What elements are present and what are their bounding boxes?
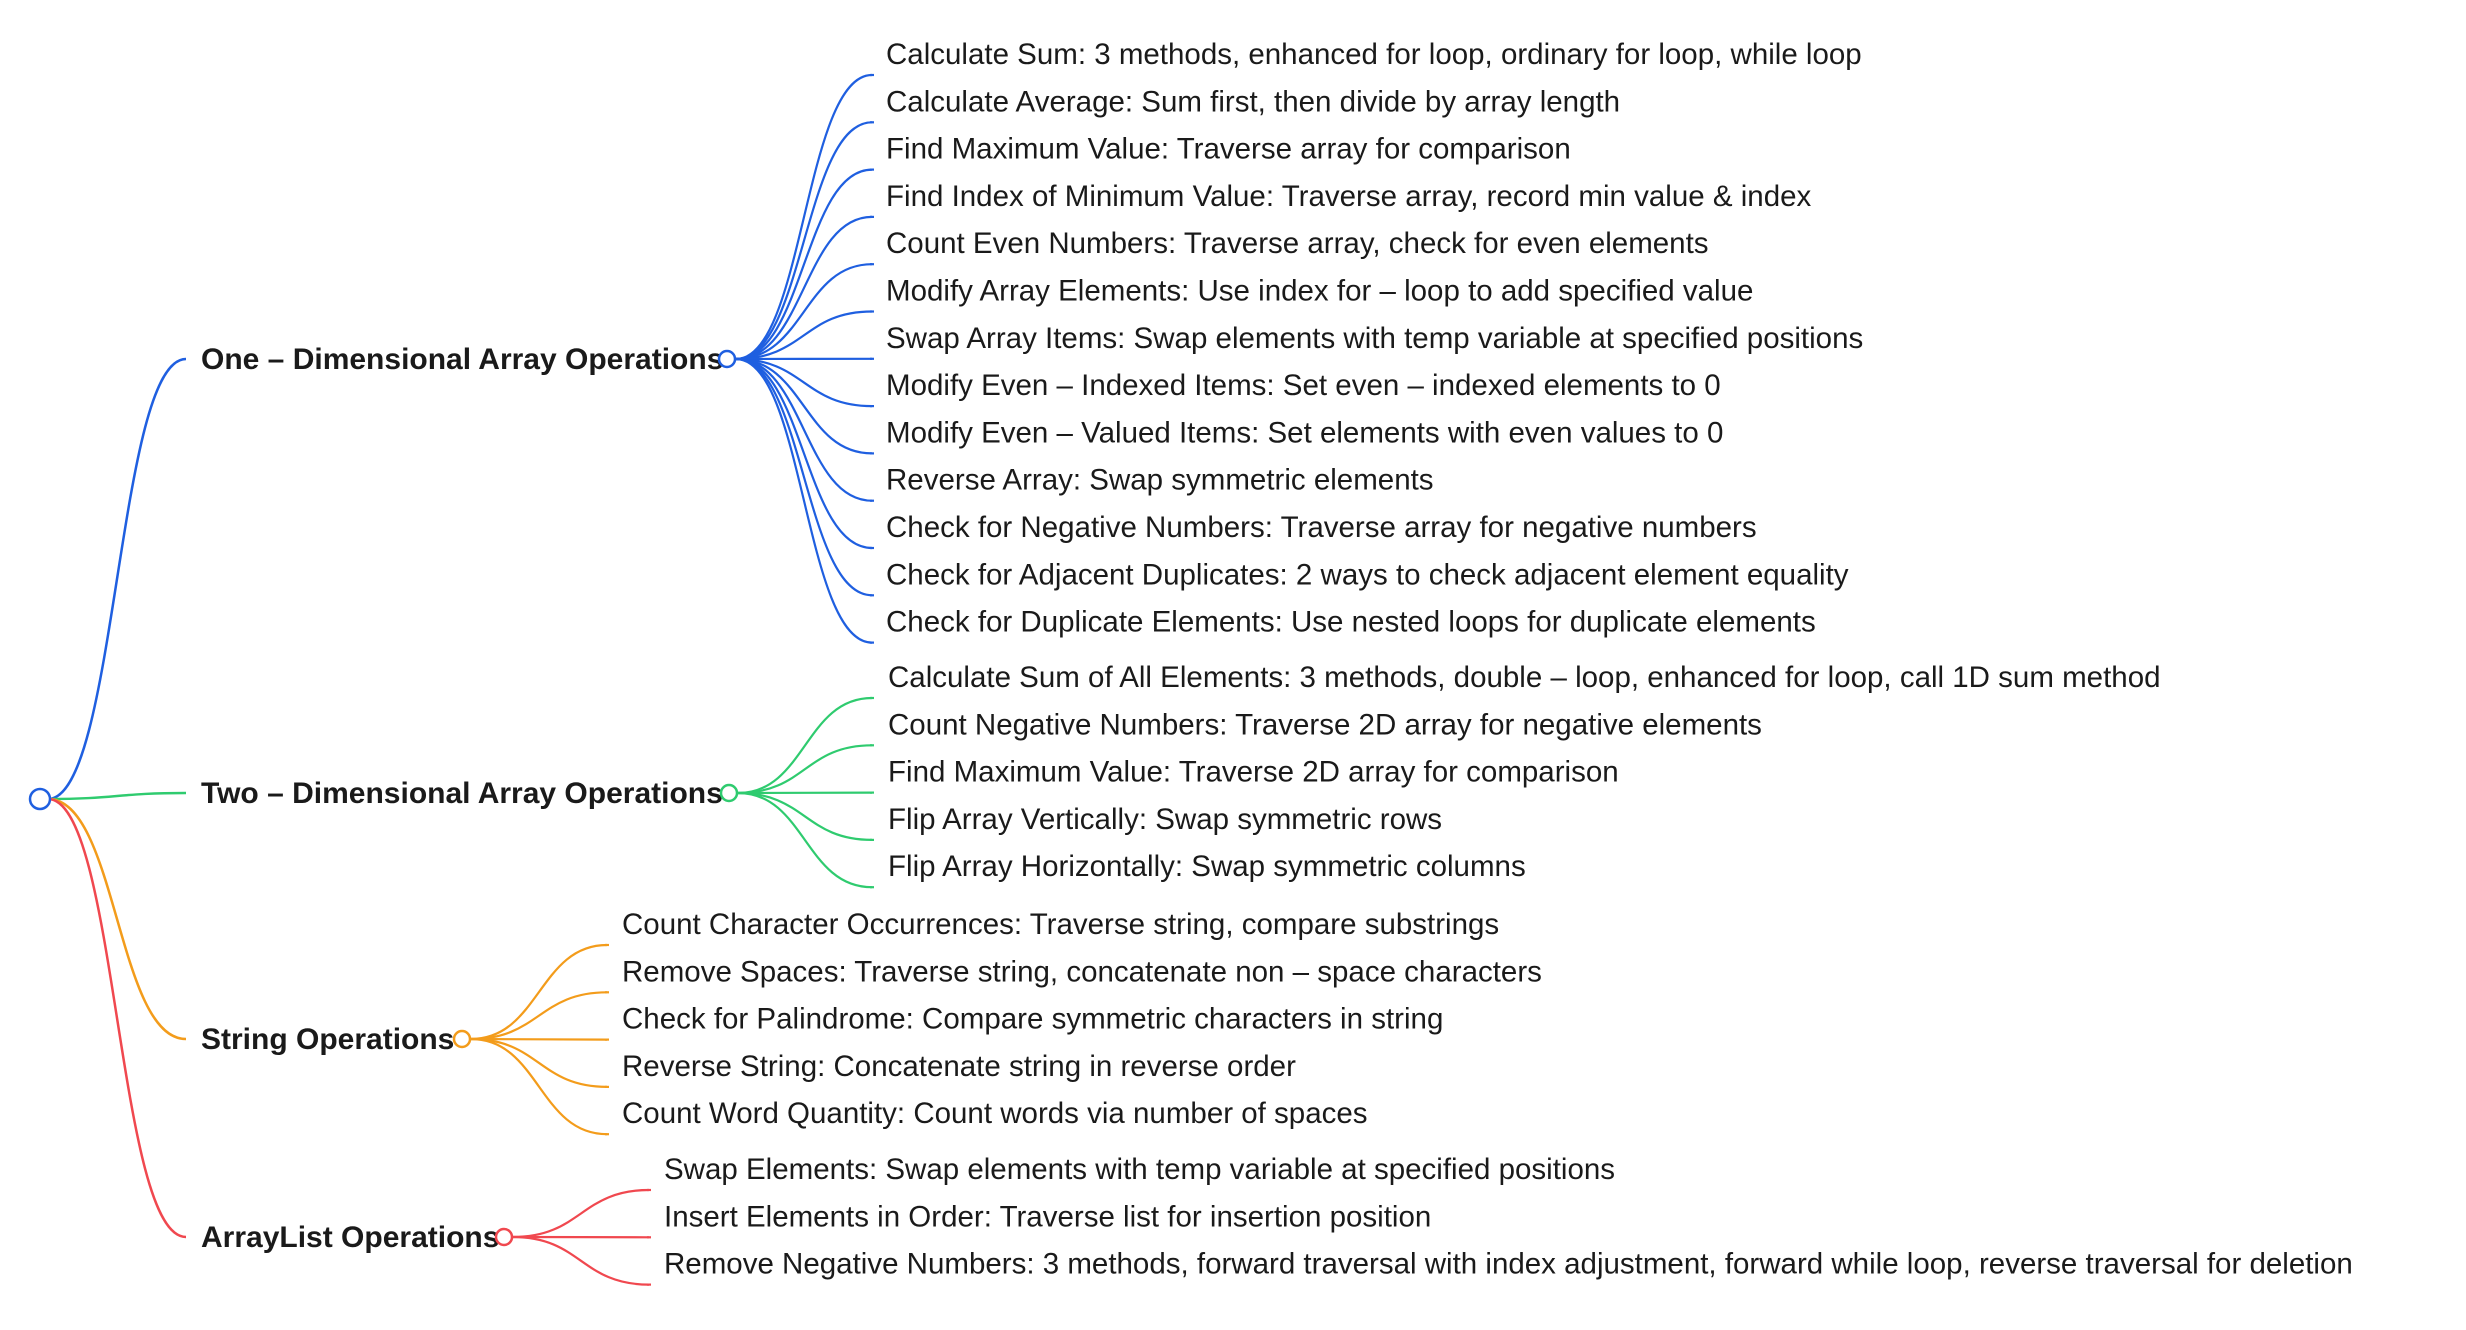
leaf-label[interactable]: Count Character Occurrences: Traverse st… (622, 908, 1499, 941)
leaf-connector (512, 1235, 650, 1286)
leaf-connector (735, 357, 873, 455)
leaf-connector (735, 310, 873, 361)
leaf-connector (470, 1037, 608, 1136)
leaf-label[interactable]: Swap Array Items: Swap elements with tem… (886, 322, 1863, 355)
leaf-label[interactable]: Remove Negative Numbers: 3 methods, forw… (664, 1248, 2353, 1281)
leaf-connector (470, 943, 608, 1041)
connector-layer (47, 73, 874, 1286)
leaf-label[interactable]: Flip Array Vertically: Swap symmetric ro… (888, 803, 1442, 836)
leaf-label[interactable]: Find Maximum Value: Traverse array for c… (886, 133, 1571, 166)
leaf-connector (735, 263, 873, 361)
leaf-label[interactable]: Remove Spaces: Traverse string, concaten… (622, 955, 1542, 988)
node-layer: One – Dimensional Array OperationsCalcul… (28, 38, 2353, 1281)
branch-connector (47, 797, 187, 1041)
leaf-connector (512, 1188, 650, 1239)
leaf-connector (735, 357, 873, 644)
leaf-label[interactable]: Find Index of Minimum Value: Traverse ar… (886, 180, 1812, 213)
leaf-connector (737, 791, 873, 889)
leaf-connector (470, 991, 608, 1041)
branch-connector (47, 797, 187, 1239)
leaf-label[interactable]: Reverse Array: Swap symmetric elements (886, 464, 1434, 497)
leaf-label[interactable]: Check for Palindrome: Compare symmetric … (622, 1003, 1443, 1036)
leaf-connector (735, 215, 873, 361)
leaf-label[interactable]: Count Word Quantity: Count words via num… (622, 1097, 1368, 1130)
leaf-connector (470, 1037, 608, 1041)
branch-label[interactable]: One – Dimensional Array Operations (201, 343, 723, 376)
leaf-connector (737, 696, 873, 795)
leaf-label[interactable]: Check for Duplicate Elements: Use nested… (886, 606, 1816, 639)
branch-collapse-node[interactable] (719, 783, 739, 803)
branch-collapse-node[interactable] (494, 1227, 514, 1247)
leaf-label[interactable]: Find Maximum Value: Traverse 2D array fo… (888, 756, 1619, 789)
leaf-label[interactable]: Calculate Sum of All Elements: 3 methods… (888, 661, 2161, 694)
leaf-label[interactable]: Calculate Sum: 3 methods, enhanced for l… (886, 38, 1862, 71)
leaf-connector (470, 1037, 608, 1088)
leaf-label[interactable]: Count Even Numbers: Traverse array, chec… (886, 227, 1709, 260)
branch-collapse-node[interactable] (452, 1029, 472, 1049)
leaf-connector (735, 73, 873, 361)
branch-label[interactable]: ArrayList Operations (201, 1221, 499, 1254)
branch-connector (47, 791, 187, 801)
leaf-connector (735, 357, 873, 408)
branch-collapse-node[interactable] (717, 349, 737, 369)
leaf-label[interactable]: Modify Even – Indexed Items: Set even – … (886, 369, 1721, 402)
leaf-connector (735, 121, 873, 361)
leaf-label[interactable]: Count Negative Numbers: Traverse 2D arra… (888, 708, 1762, 741)
leaf-label[interactable]: Insert Elements in Order: Traverse list … (664, 1200, 1431, 1233)
leaf-connector (737, 744, 873, 795)
leaf-connector (737, 791, 873, 841)
leaf-label[interactable]: Check for Adjacent Duplicates: 2 ways to… (886, 558, 1849, 591)
leaf-label[interactable]: Calculate Average: Sum first, then divid… (886, 85, 1620, 118)
leaf-label[interactable]: Reverse String: Concatenate string in re… (622, 1050, 1296, 1083)
leaf-connector (735, 357, 873, 550)
leaf-label[interactable]: Flip Array Horizontally: Swap symmetric … (888, 850, 1526, 883)
root-node[interactable] (28, 787, 52, 811)
leaf-connector (735, 357, 873, 597)
leaf-label[interactable]: Swap Elements: Swap elements with temp v… (664, 1153, 1615, 1186)
branch-connector (47, 357, 187, 801)
leaf-label[interactable]: Modify Even – Valued Items: Set elements… (886, 416, 1723, 449)
branch-label[interactable]: Two – Dimensional Array Operations (201, 777, 723, 810)
leaf-connector (735, 168, 873, 361)
branch-label[interactable]: String Operations (201, 1023, 454, 1056)
leaf-label[interactable]: Modify Array Elements: Use index for – l… (886, 275, 1753, 308)
leaf-label[interactable]: Check for Negative Numbers: Traverse arr… (886, 511, 1757, 544)
leaf-connector (735, 357, 873, 502)
